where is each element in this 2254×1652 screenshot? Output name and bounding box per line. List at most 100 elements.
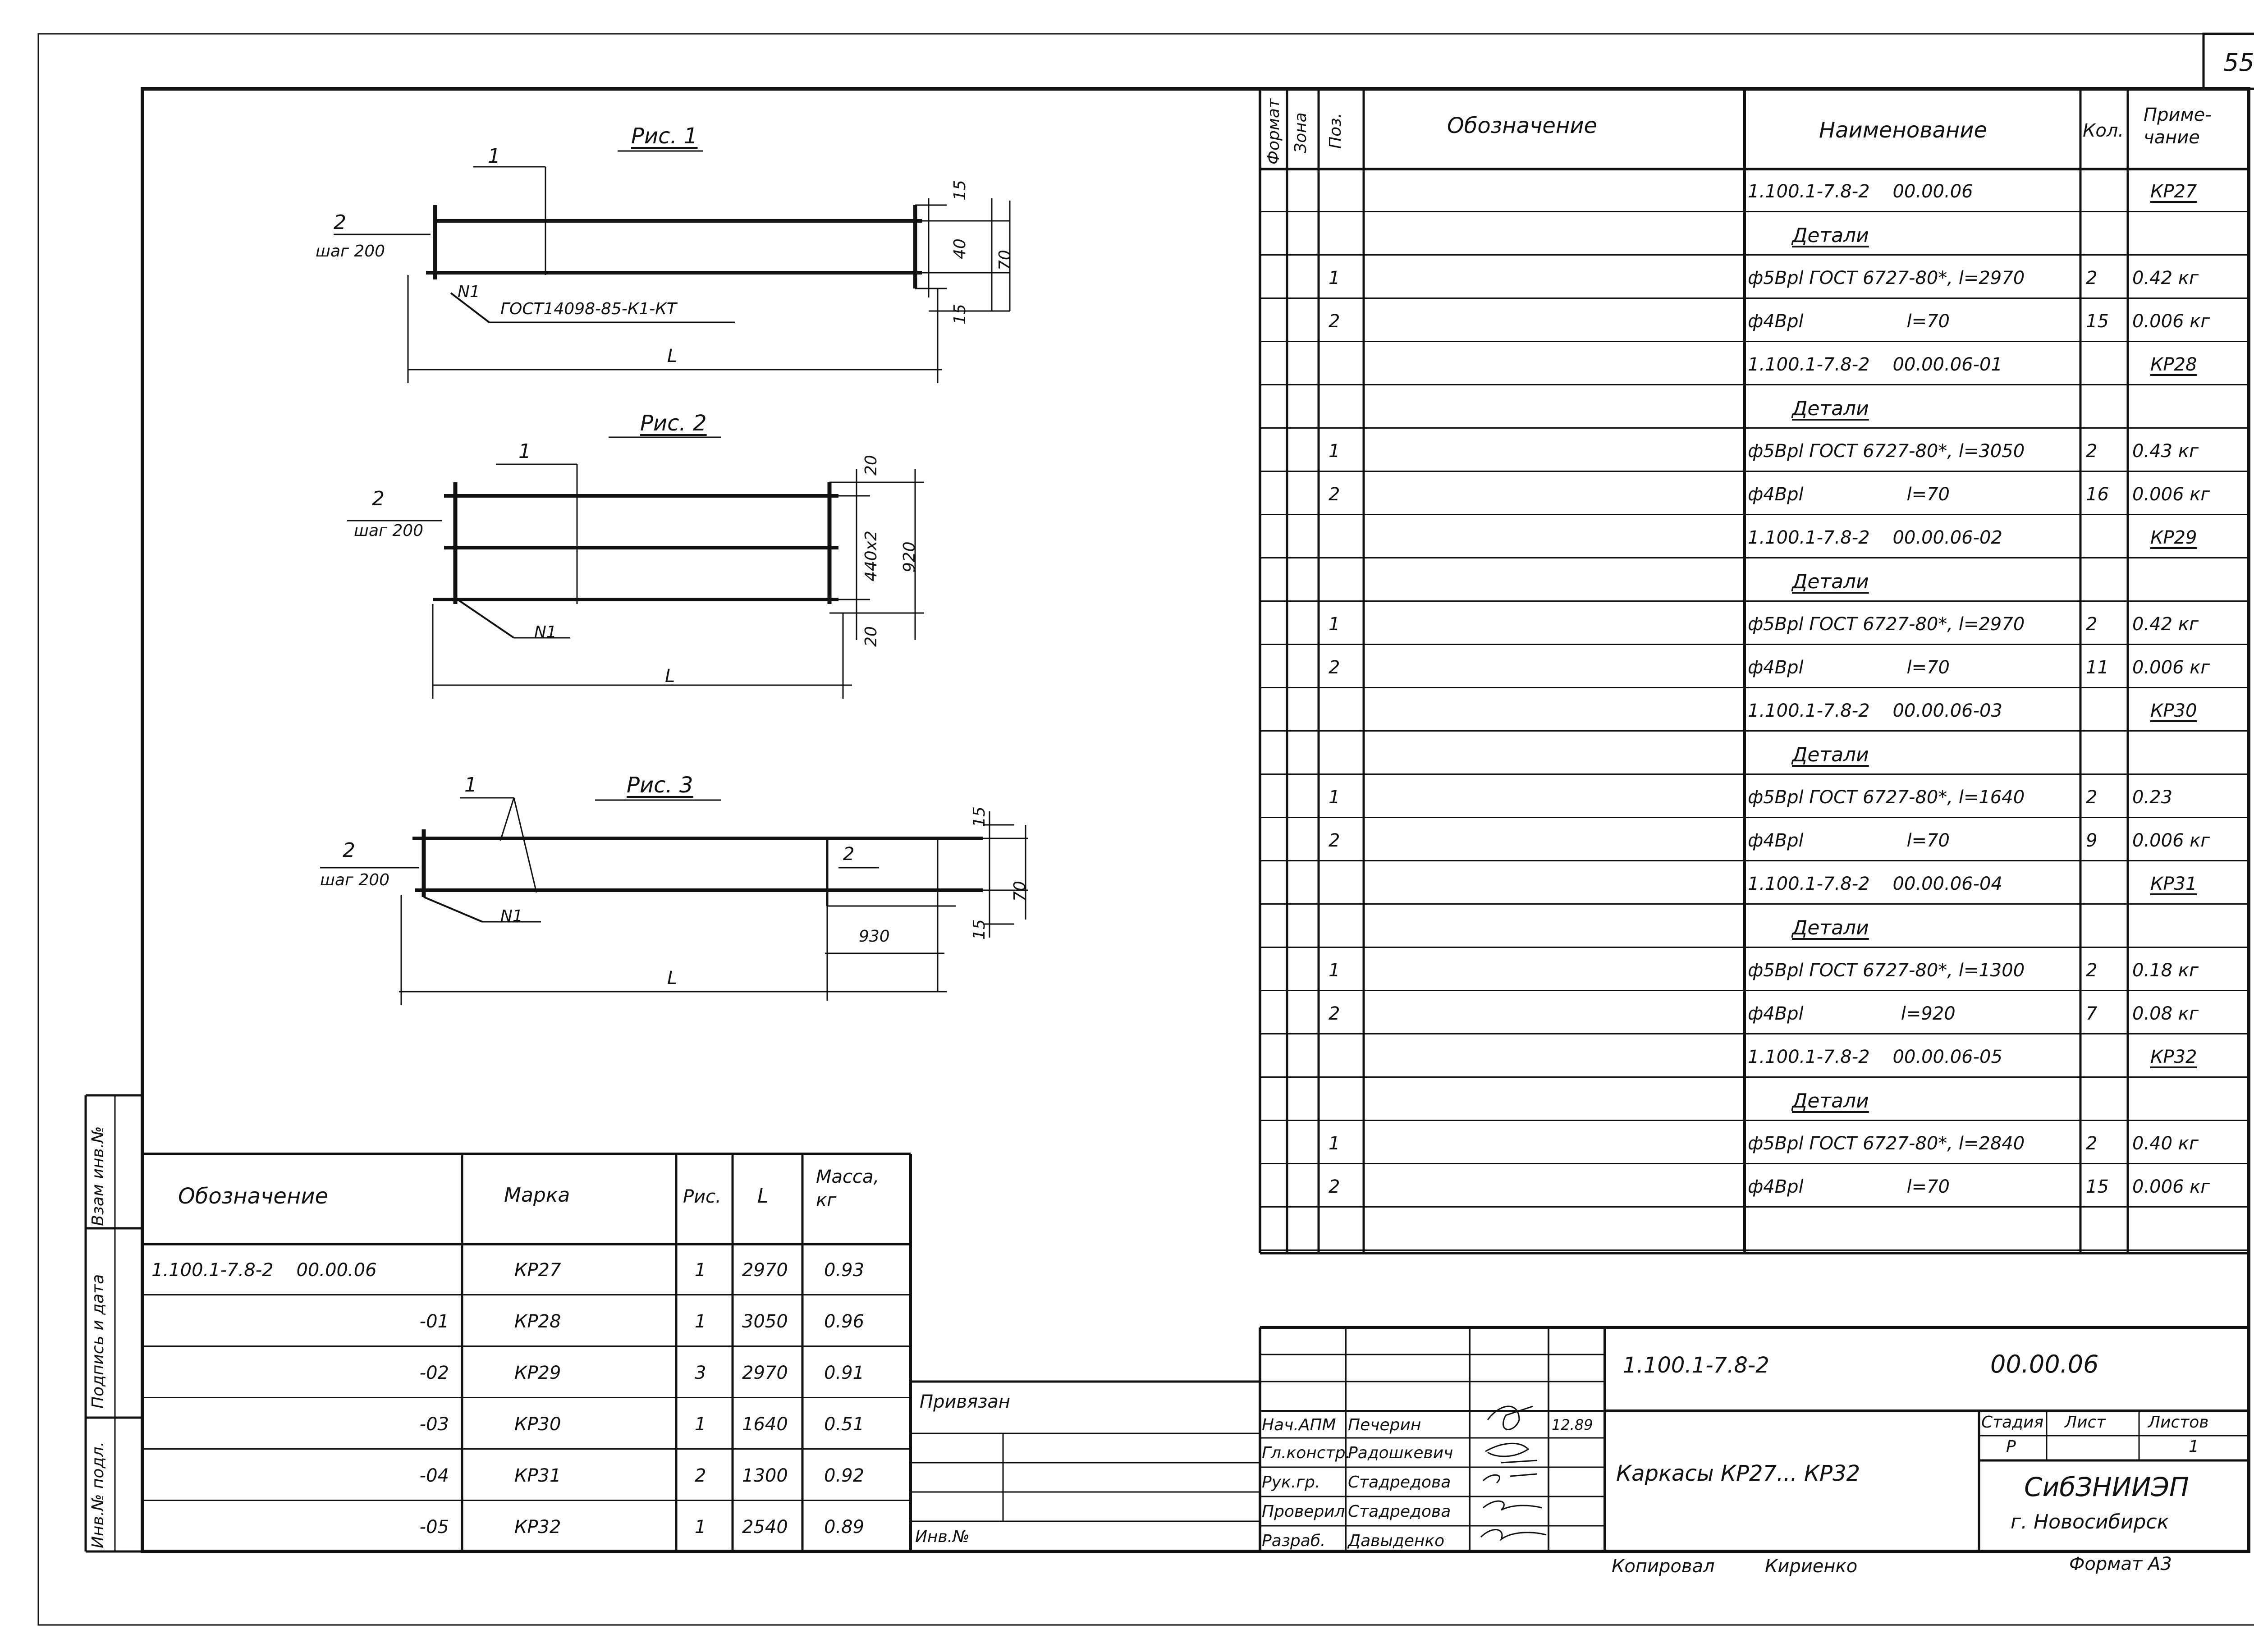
spec-header-designation: Обозначение <box>1447 113 1598 138</box>
spec-qty-cell: 16 <box>2086 484 2109 505</box>
spec-qty-cell: 15 <box>2086 311 2109 332</box>
fig2-callout-2: 2 <box>372 487 385 510</box>
spec-qty-cell: 7 <box>2086 1003 2098 1024</box>
fig1-gost-label: ГОСТ14098-85-К1-КТ <box>500 300 677 318</box>
signature-name: Стадредова <box>1348 1502 1451 1521</box>
fig3-step-label: шаг 200 <box>320 871 390 889</box>
spec-name-cell: 1.100.1-7.8-2 00.00.06-03 <box>1748 700 2002 721</box>
marks-header-designation: Обозначение <box>178 1184 329 1209</box>
privyazan-inv-label: Инв.№ <box>915 1528 970 1546</box>
figure-1-drawing <box>334 150 1011 383</box>
spec-note-cell: 0.006 кг <box>2132 830 2210 851</box>
title-city: г. Новосибирск <box>2011 1510 2169 1533</box>
privyazan-label: Привязан <box>920 1391 1011 1412</box>
spec-pos-cell: 2 <box>1329 484 1340 505</box>
marks-mass-cell: 0.91 <box>824 1363 865 1383</box>
fig1-callout-2: 2 <box>334 211 346 234</box>
fig2-dim-total: 920 <box>900 541 919 572</box>
marks-fig-cell: 1 <box>695 1260 706 1281</box>
spec-note-cell: КР30 <box>2150 700 2197 721</box>
title-sheets-value: 1 <box>2189 1437 2199 1456</box>
spec-header-pos: Поз. <box>1326 113 1345 149</box>
spec-name-cell: Детали <box>1792 743 1869 766</box>
fig3-length-label: L <box>667 968 678 988</box>
spec-name-cell: ф5Врl ГОСТ 6727-80*, l=2970 <box>1748 614 2025 635</box>
spec-name-cell: ф4Врl l=70 <box>1748 484 1950 505</box>
spec-name-cell: Детали <box>1792 224 1869 247</box>
spec-name-cell: Детали <box>1792 570 1869 593</box>
title-stage-label: Стадия <box>1981 1413 2044 1432</box>
figure-3-title: Рис. 3 <box>627 773 693 798</box>
spec-name-cell: ф4Врl l=70 <box>1748 830 1950 851</box>
marks-mass-cell: 0.93 <box>824 1260 865 1281</box>
fig3-dim-total: 70 <box>1011 881 1029 902</box>
fig2-length-label: L <box>665 666 675 686</box>
fig1-step-label: шаг 200 <box>316 242 385 261</box>
spec-pos-cell: 2 <box>1329 311 1340 332</box>
marks-designation-cell: -04 <box>419 1465 449 1486</box>
spec-table-grid <box>1259 89 2249 1254</box>
signature-role: Рук.гр. <box>1262 1473 1320 1492</box>
marks-mass-cell: 0.89 <box>824 1517 865 1538</box>
spec-name-cell: ф4Врl l=70 <box>1748 657 1950 678</box>
title-date: 12.89 <box>1552 1416 1593 1433</box>
spec-table-row: 1.100.1-7.8-2 00.00.06-03 КР30 <box>1260 688 2249 732</box>
spec-name-cell: 1.100.1-7.8-2 00.00.06 <box>1748 181 1973 202</box>
outer-frame <box>37 33 2254 1626</box>
spec-qty-cell: 15 <box>2086 1176 2109 1197</box>
spec-name-cell: 1.100.1-7.8-2 00.00.06-01 <box>1748 354 2002 375</box>
spec-table-row: Детали <box>1260 558 2249 602</box>
marks-designation-cell: -03 <box>419 1414 449 1435</box>
marks-fig-cell: 3 <box>695 1363 706 1383</box>
marks-mark-cell: КР30 <box>514 1414 561 1435</box>
spec-header-note: Приме-чание <box>2144 104 2243 149</box>
spec-name-cell: ф5Врl ГОСТ 6727-80*, l=2840 <box>1748 1133 2025 1154</box>
margin-label-signature-date: Подпись и дата <box>89 1274 107 1409</box>
title-stage-value: Р <box>2006 1437 2016 1456</box>
signature-role: Нач.АПМ <box>1262 1416 1336 1434</box>
marks-length-cell: 2970 <box>742 1260 788 1281</box>
spec-note-cell: 0.42 кг <box>2132 614 2199 635</box>
spec-name-cell: 1.100.1-7.8-2 00.00.06-02 <box>1748 527 2002 548</box>
main-frame <box>141 87 2250 1553</box>
signature-name: Стадредова <box>1348 1473 1451 1492</box>
signature-name: Радошкевич <box>1348 1444 1453 1462</box>
copied-by-label: Копировал <box>1612 1556 1715 1577</box>
spec-pos-cell: 1 <box>1329 614 1340 635</box>
spec-pos-cell: 2 <box>1329 1003 1340 1024</box>
title-organization: СибЗНИИЭП <box>2024 1472 2189 1502</box>
spec-header-note-text: Приме-чание <box>2144 105 2212 148</box>
marks-header-mass-text: Масса, кг <box>816 1167 880 1211</box>
spec-qty-cell: 2 <box>2086 960 2098 981</box>
fig2-dim-top: 20 <box>862 455 880 476</box>
marks-fig-cell: 1 <box>695 1517 706 1538</box>
spec-note-cell: 0.23 <box>2132 787 2173 808</box>
marks-header-fig: Рис. <box>683 1186 721 1207</box>
marks-mass-cell: 0.51 <box>824 1414 865 1435</box>
margin-label-inv-podl: Инв.№ подл. <box>89 1441 107 1548</box>
marks-header-mass: Масса, кг <box>816 1165 902 1212</box>
spec-table-row: Детали <box>1260 905 2249 948</box>
signature-name: Печерин <box>1348 1416 1421 1434</box>
fig1-dim-top: 15 <box>951 180 969 201</box>
marks-mark-cell: КР27 <box>514 1260 561 1281</box>
spec-qty-cell: 2 <box>2086 787 2098 808</box>
spec-name-cell: ф4Врl l=920 <box>1748 1003 1956 1024</box>
signature-role: Гл.констр. <box>1262 1444 1351 1462</box>
spec-name-cell: ф4Врl l=70 <box>1748 311 1950 332</box>
title-doc-number: 00.00.06 <box>1990 1350 2099 1378</box>
spec-pos-cell: 1 <box>1329 787 1340 808</box>
fig2-dim-mid: 440x2 <box>862 531 880 581</box>
spec-qty-cell: 11 <box>2086 657 2109 678</box>
title-sheets-label: Листов <box>2148 1413 2209 1432</box>
marks-mass-cell: 0.96 <box>824 1311 865 1332</box>
